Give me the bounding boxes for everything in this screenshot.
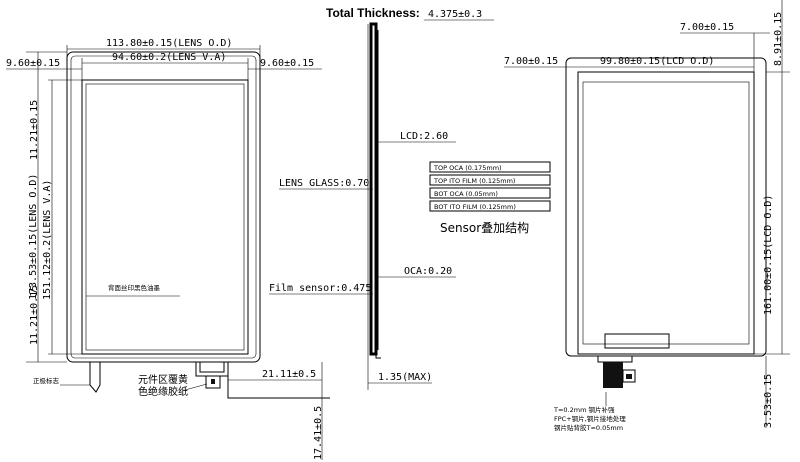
front-width-va: 94.60±0.2(LENS V.A) [112,52,226,63]
back-lcd-outline [577,71,755,355]
side-film-sensor: Film sensor:0.475 [269,283,371,294]
note-tape-1: 元件区覆黄 [138,373,188,386]
front-positive-tab [89,362,101,393]
front-view: 113.80±0.15(LENS O.D) 94.60±0.2(LENS V.A… [6,38,330,460]
front-width-outer: 113.80±0.15(LENS O.D) [106,38,232,49]
front-active-area [85,83,245,351]
front-height-outer: 173.53±0.15(LENS O.D) [28,174,39,300]
note-ink: 背面丝印黑色油墨 [108,283,161,292]
sensor-layer-4-label: BOT ITO FILM (0.125mm) [434,203,516,211]
side-lens-glass-label: LENS GLASS:0.70 [279,178,369,189]
back-note-3: 钢片贴背胶T=0.05mm [554,423,623,432]
front-height-va: 151.12±0.2(LENS V.A) [42,180,53,300]
sensor-layer-1 [429,161,551,173]
front-fpc-total: 17.41±0.5 [313,406,324,460]
front-fpc [195,362,229,377]
front-view-area [81,79,249,355]
front-bottom-margin: 11.21±0.15 [29,285,40,345]
back-top-margin: 8.91±0.15 [773,12,784,66]
back-margin-left: 7.00±0.15 [504,56,558,67]
back-note-1: T=0.2mm 钢片补强 [553,405,615,414]
side-oca: OCA:0.20 [404,266,452,277]
back-stiffener [604,333,670,349]
front-component-zone [205,375,221,389]
back-margin-right: 7.00±0.15 [680,22,734,33]
note-tape-2: 色绝缘胶纸 [138,385,188,398]
sensor-layer-2 [429,174,551,186]
sensor-layer-4 [429,200,551,212]
sensor-layer-3-label: BOT OCA (0.05mm) [434,190,498,198]
back-lcd-height: 161.00±0.15(LCD O.D) [763,195,774,315]
sensor-layer-1-label: TOP OCA (0.175mm) [433,164,502,172]
back-note-2: FPC+钢片,钢片接地处理 [554,414,626,423]
front-top-margin: 11.21±0.15 [29,100,40,160]
front-margin-left: 9.60±0.15 [6,58,60,69]
back-lens-outline [565,57,767,357]
sensor-stack: TOP OCA (0.175mm) TOP ITO FILM (0.125mm)… [429,161,551,235]
sensor-stack-title: Sensor叠加结构 [440,220,529,235]
front-lens-outline [66,51,261,363]
front-margin-right: 9.60±0.15 [260,58,314,69]
total-thickness-value: 4.375±0.3 [428,9,482,20]
side-max: 1.35(MAX) [378,372,432,383]
back-lcd-width: 99.80±0.15(LCD O.D) [600,56,714,67]
back-bottom-margin: 3.53±0.15 [763,374,774,428]
side-lcd: LCD:2.60 [400,131,448,142]
note-positive: 正极标志 [33,376,60,385]
sensor-layer-2-label: TOP ITO FILM (0.125mm) [433,177,515,185]
front-lens-inner-edge [70,55,257,359]
sensor-layer-3 [429,187,551,199]
back-view: 7.00±0.15 7.00±0.15 99.80±0.15(LCD O.D) … [504,0,790,432]
back-steel-plate [603,362,623,388]
front-fpc-length: 21.11±0.5 [262,369,316,380]
side-view: LCD:2.60 LENS GLASS:0.70 OCA:0.20 Film s… [269,22,456,390]
total-thickness-label: Total Thickness: [326,6,420,20]
back-lcd-inner [582,81,750,345]
